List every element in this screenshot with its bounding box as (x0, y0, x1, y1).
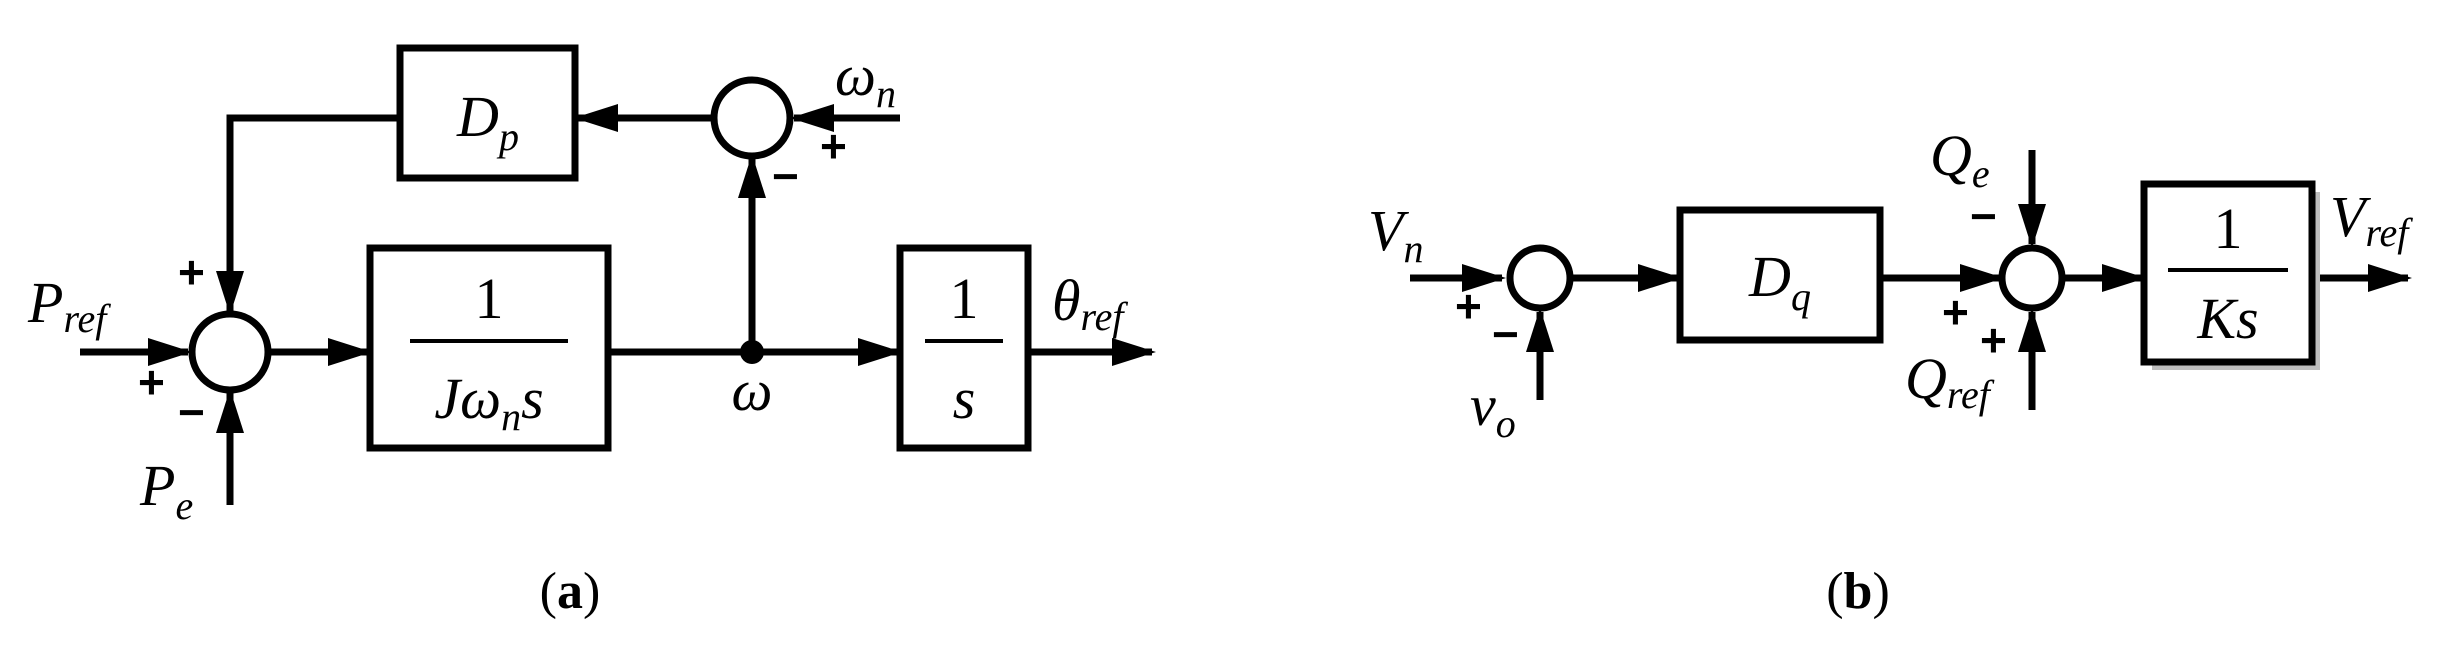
droop-block-label: Dq (1748, 244, 1811, 319)
damping-block (396, 44, 579, 182)
inertia-denominator: Jωns (434, 366, 543, 439)
sum4-top-sign: − (1970, 190, 1997, 242)
integrator-block-a (896, 244, 1032, 452)
sum2-bottom-sign: − (772, 150, 799, 202)
sum4-bottom-sign: + (1980, 314, 2007, 366)
p-ref-label: Pref (27, 270, 111, 341)
sum3-bottom-sign: − (1492, 308, 1519, 360)
caption-b: (b) (1826, 563, 1890, 620)
caption-a: (a) (540, 563, 601, 620)
diagram-a: Dp 1 Jωns 1 s Pref Pe ωn ω θref + + − + … (27, 43, 1156, 620)
q-ref-label: Qref (1905, 346, 1995, 417)
diagram-b: Dq 1 Ks Vn vo Qe Qref Vref + − − + + (b) (1368, 123, 2413, 620)
integrator-a-numerator: 1 (950, 266, 979, 331)
damping-feedback-wire (216, 114, 400, 315)
q-e-label: Qe (1930, 123, 1990, 196)
sum-junction-3 (1506, 244, 1574, 312)
sum-junction-1 (188, 310, 272, 394)
integrator-a-denominator: s (953, 366, 976, 431)
inertia-numerator: 1 (475, 266, 504, 331)
sum2-right-sign: + (820, 120, 847, 172)
integrator-block-b (2140, 180, 2316, 366)
sum-junction-2 (710, 76, 794, 160)
omega-junction-dot (740, 340, 764, 364)
p-e-label: Pe (139, 453, 193, 528)
integrator-b-denominator: Ks (2196, 286, 2258, 351)
integrator-b-numerator: 1 (2214, 196, 2243, 261)
sum1-left-sign: + (138, 356, 165, 408)
droop-block (1676, 206, 1884, 344)
sum4-left-sign: + (1942, 286, 1969, 338)
sum-junction-4 (1998, 244, 2066, 312)
v-o-label: vo (1470, 373, 1516, 446)
damping-block-label: Dp (456, 84, 519, 159)
sum1-bottom-sign: − (178, 386, 205, 438)
sum3-left-sign: + (1455, 280, 1482, 332)
v-n-label: Vn (1368, 198, 1423, 271)
sum1-top-sign: + (178, 246, 205, 298)
omega-label: ω (732, 358, 773, 423)
v-ref-label: Vref (2330, 184, 2413, 255)
inertia-block (366, 244, 612, 452)
theta-ref-label: θref (1052, 268, 1128, 339)
omega-n-label: ωn (835, 43, 896, 116)
